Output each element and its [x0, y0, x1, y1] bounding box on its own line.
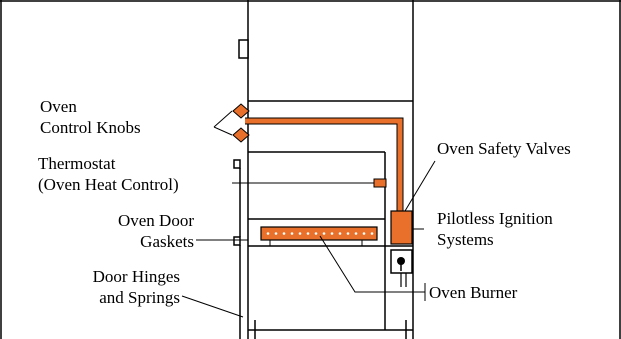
control-knobs: [232, 103, 250, 143]
thermostat-label: Thermostat (Oven Heat Control): [38, 153, 179, 195]
label-line: Oven Safety Valves: [437, 139, 571, 158]
label-line: (Oven Heat Control): [38, 175, 179, 194]
label-line: Oven Door: [117, 211, 194, 230]
label-line: Oven: [40, 97, 77, 116]
pilotless-ignition-label: Pilotless Ignition Systems: [437, 208, 553, 250]
label-line: Gaskets: [140, 232, 194, 251]
oven-control-knobs-label: Oven Control Knobs: [40, 96, 141, 138]
label-line: and Springs: [99, 288, 180, 307]
door-hinges-label: Door Hinges and Springs: [40, 266, 180, 308]
oven-cabinet: [233, 0, 414, 339]
thermostat-icon: [373, 178, 387, 188]
safety-valve-icon: [390, 210, 413, 245]
oven-burner-label: Oven Burner: [429, 282, 517, 303]
label-line: Thermostat: [38, 154, 116, 173]
oven-burner-icon: [260, 226, 378, 246]
gas-line-outline: [245, 117, 404, 213]
label-line: Door Hinges: [92, 267, 180, 286]
oven-door-gaskets-label: Oven Door Gaskets: [60, 210, 194, 252]
label-line: Pilotless Ignition: [437, 209, 553, 228]
gas-line: [245, 118, 403, 213]
label-line: Control Knobs: [40, 118, 141, 137]
label-line: Systems: [437, 230, 494, 249]
oven-safety-valves-label: Oven Safety Valves: [437, 138, 571, 159]
knob-icon: [232, 127, 250, 143]
leader-lines: [181, 110, 436, 318]
pilot-flame-icon: [397, 257, 405, 265]
knob-icon: [232, 103, 250, 119]
label-line: Oven Burner: [429, 283, 518, 302]
